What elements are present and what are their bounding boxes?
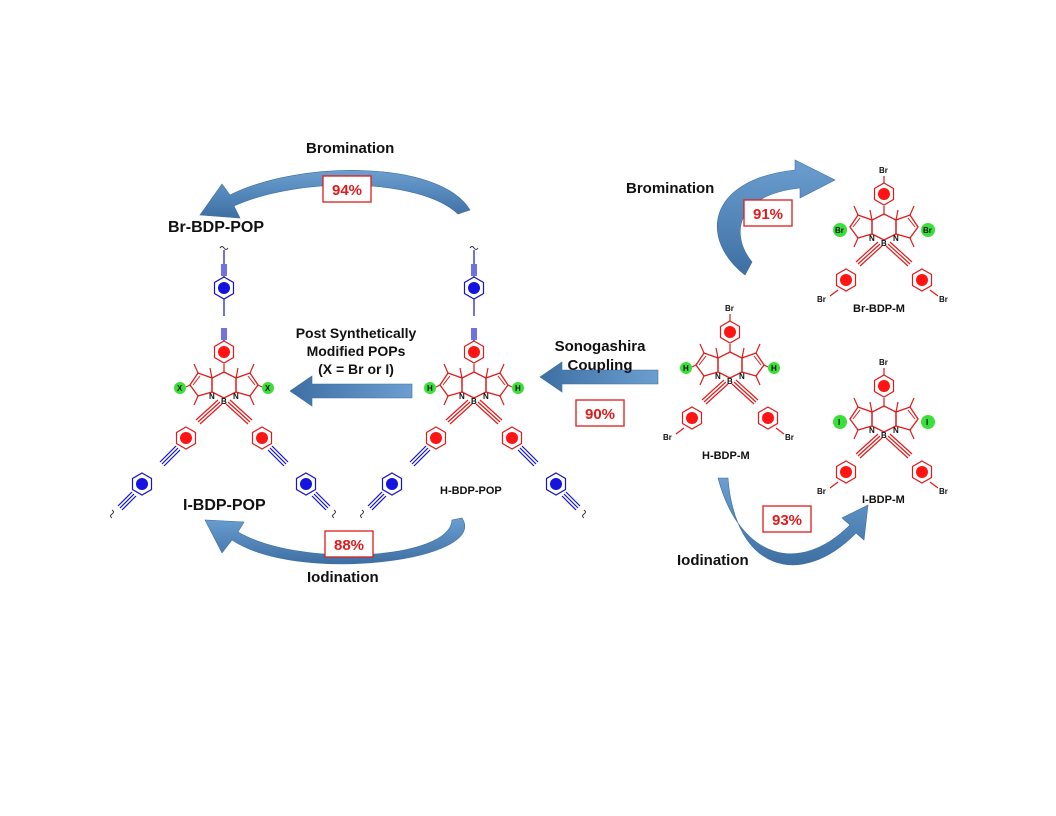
nitrogen-right: N <box>233 392 239 401</box>
svg-text:91%: 91% <box>753 206 783 223</box>
psm-arrow <box>289 375 413 407</box>
iodination-pop-arrow <box>204 517 466 565</box>
br-top: Br <box>879 358 888 367</box>
svg-text:93%: 93% <box>772 512 802 529</box>
boron: B <box>881 239 887 248</box>
svg-text:88%: 88% <box>334 537 364 554</box>
bromination-pop-arrow <box>199 170 471 219</box>
h-sub-right: H <box>515 384 521 393</box>
nitrogen-right: N <box>483 392 489 401</box>
i-bdp-m-structure: Br Br Br I I N B N <box>817 358 948 496</box>
svg-text:94%: 94% <box>332 182 362 199</box>
nitrogen-left: N <box>715 372 721 381</box>
h-bdp-pop-label: H-BDP-POP <box>440 485 502 497</box>
iodination-m-arrow <box>717 477 869 566</box>
x-sub-right: X <box>265 384 271 393</box>
br-sub-left: Br <box>835 226 844 235</box>
svg-text:90%: 90% <box>585 406 615 423</box>
h-bdp-m-structure: Br Br Br H H N B N <box>663 304 794 442</box>
br-right: Br <box>939 487 948 496</box>
h-sub-left: H <box>683 364 689 373</box>
nitrogen-left: N <box>459 392 465 401</box>
br-sub-right: Br <box>923 226 932 235</box>
br-bdp-pop-label: Br-BDP-POP <box>168 219 264 236</box>
boron: B <box>471 397 477 406</box>
yield-bromination-pop: 94% <box>322 175 372 203</box>
iodination-m-label: Iodination <box>677 552 749 569</box>
yield-sonogashira: 90% <box>575 399 625 427</box>
i-sub-left: I <box>838 418 840 427</box>
br-top: Br <box>879 166 888 175</box>
br-bdp-m-structure: Br Br Br Br Br N B N <box>817 166 948 304</box>
bromination-m-label: Bromination <box>626 180 714 197</box>
i-bdp-m-label: I-BDP-M <box>862 494 905 506</box>
boron: B <box>221 397 227 406</box>
nitrogen-left: N <box>869 426 875 435</box>
nitrogen-left: N <box>209 392 215 401</box>
iodination-pop-label: Iodination <box>307 569 379 586</box>
sonogashira-arrow <box>539 361 659 393</box>
bromination-pop-label: Bromination <box>306 140 394 157</box>
bromination-m-arrow <box>716 159 836 276</box>
sonogashira-line2: Coupling <box>568 357 633 374</box>
br-bdp-m-label: Br-BDP-M <box>853 303 905 315</box>
h-bdp-pop-structure: H H N B N <box>360 246 586 519</box>
i-bdp-pop-label: I-BDP-POP <box>183 497 266 514</box>
boron: B <box>881 431 887 440</box>
x-sub-left: X <box>177 384 183 393</box>
psm-line1: Post Synthetically <box>296 325 417 341</box>
h-bdp-m-label: H-BDP-M <box>702 450 750 462</box>
x-bdp-pop-structure: X X N B N <box>110 246 336 519</box>
br-right: Br <box>785 433 794 442</box>
h-sub-left: H <box>427 384 433 393</box>
br-left: Br <box>817 487 826 496</box>
yield-iodination-pop: 88% <box>324 530 374 558</box>
br-left: Br <box>817 295 826 304</box>
sonogashira-line1: Sonogashira <box>555 338 647 355</box>
h-sub-right: H <box>771 364 777 373</box>
boron: B <box>727 377 733 386</box>
yield-bromination-m: 91% <box>743 199 793 227</box>
br-top: Br <box>725 304 734 313</box>
nitrogen-right: N <box>893 234 899 243</box>
nitrogen-right: N <box>893 426 899 435</box>
i-sub-right: I <box>926 418 928 427</box>
yield-iodination-m: 93% <box>762 505 812 533</box>
psm-line2: Modified POPs <box>307 343 406 359</box>
br-left: Br <box>663 433 672 442</box>
nitrogen-right: N <box>739 372 745 381</box>
br-right: Br <box>939 295 948 304</box>
psm-line3: (X = Br or I) <box>318 361 394 377</box>
nitrogen-left: N <box>869 234 875 243</box>
